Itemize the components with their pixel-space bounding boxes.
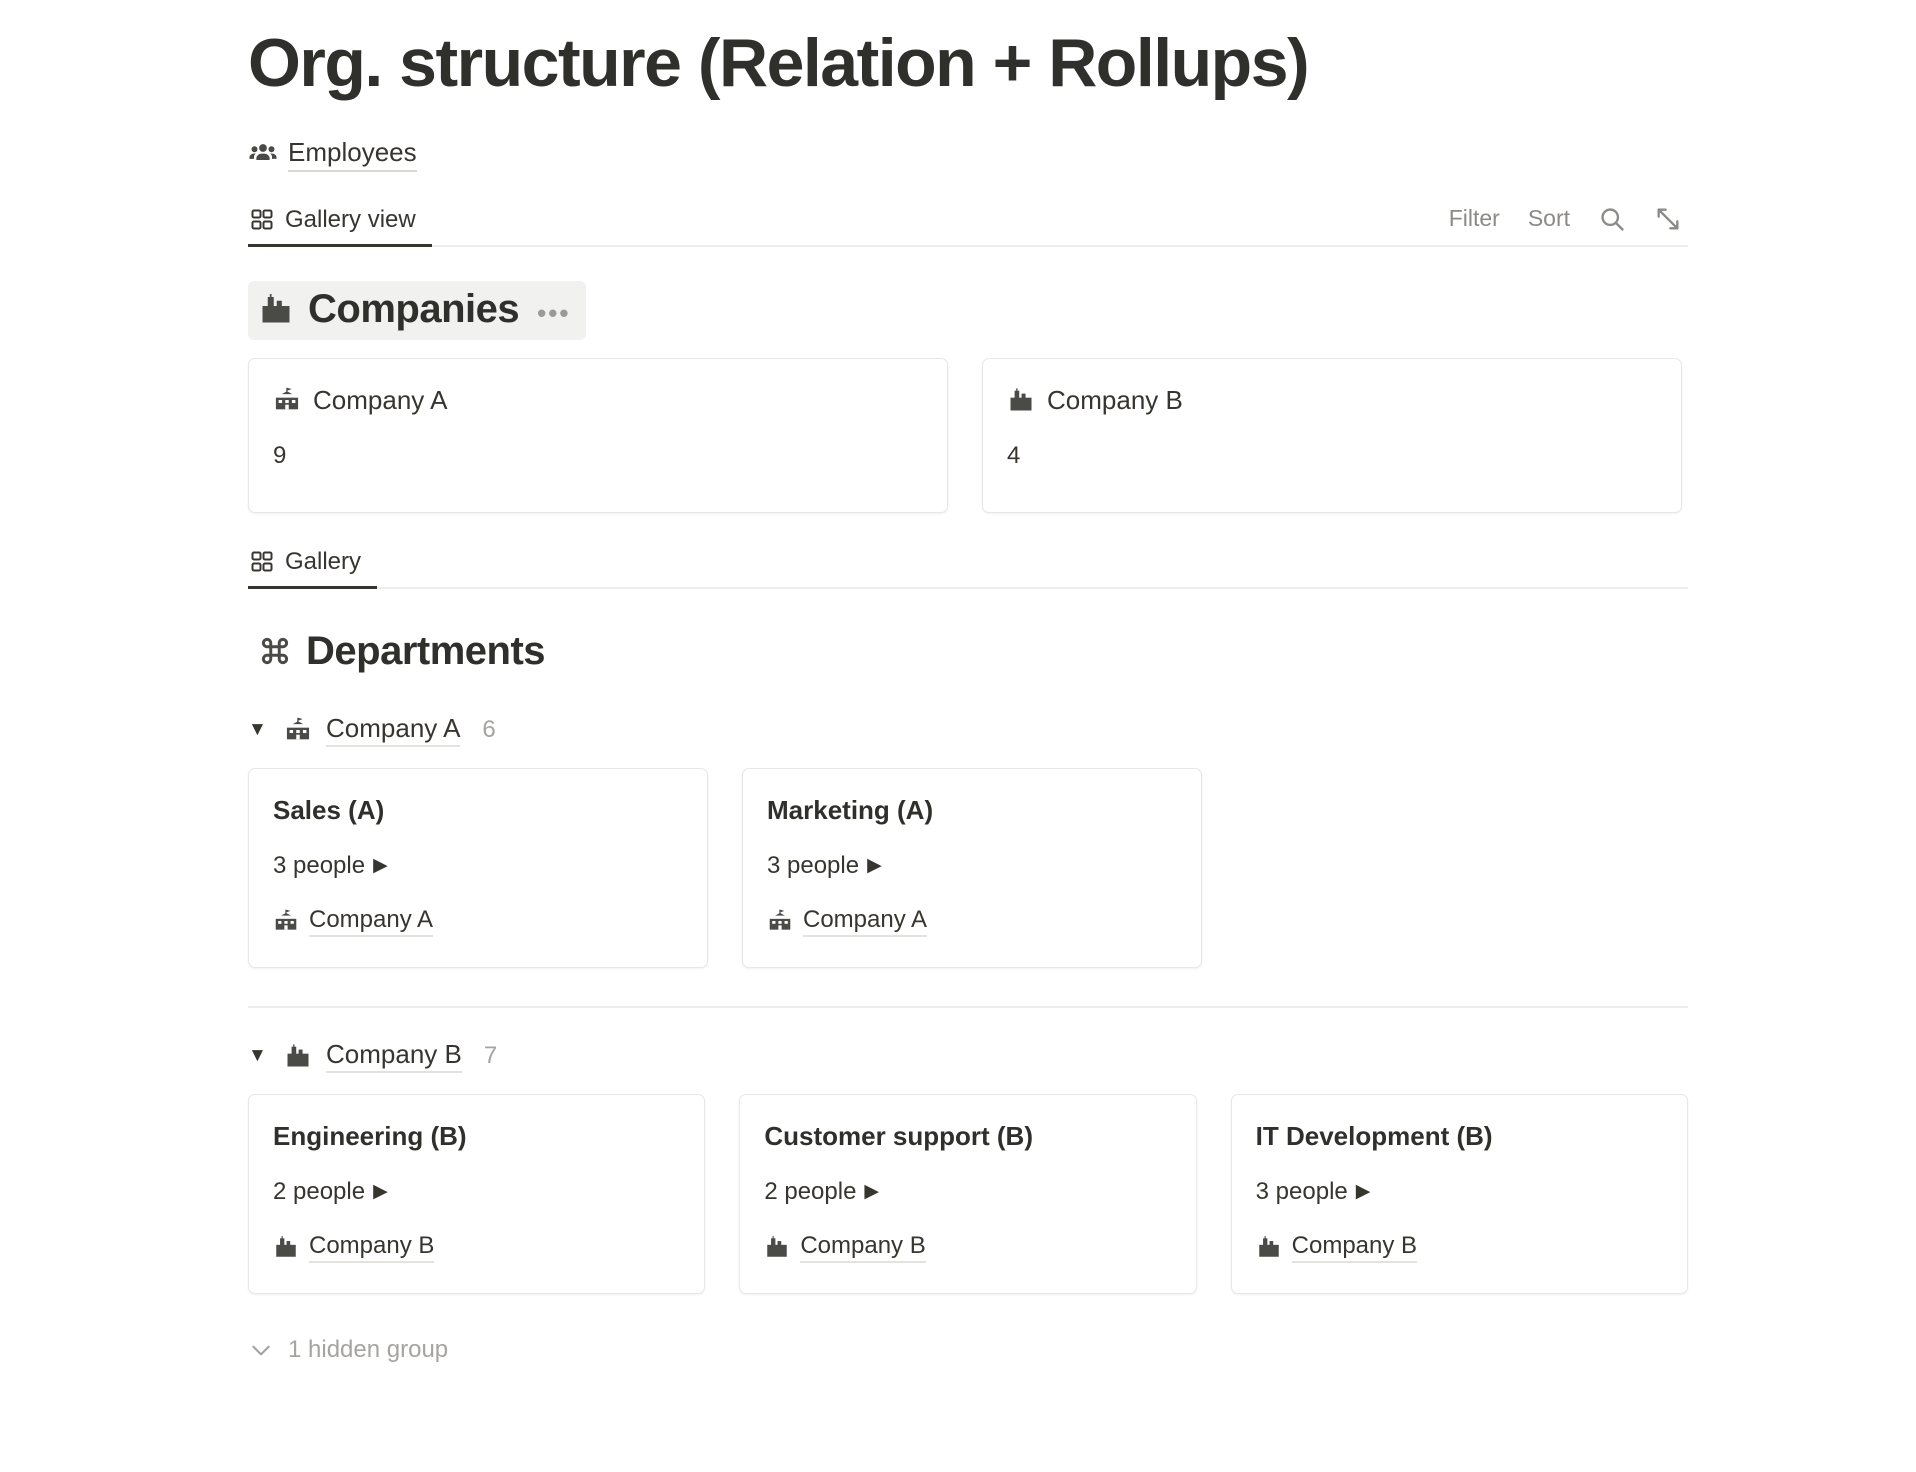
company-card[interactable]: Company A 9: [248, 357, 948, 513]
hidden-group-toggle[interactable]: 1 hidden group: [248, 1336, 1688, 1364]
triangle-right-icon[interactable]: ▶: [373, 855, 388, 877]
office-building-icon: [1256, 1234, 1282, 1260]
gallery-grid-icon: [250, 208, 274, 232]
company-card-title: Company A: [313, 384, 448, 415]
people-group-icon: [248, 139, 278, 169]
relation-link[interactable]: Company B: [309, 1232, 435, 1263]
command-icon: [258, 634, 292, 668]
company-card-rollup: 4: [1007, 442, 1657, 470]
page-root: Org. structure (Relation + Rollups) Empl…: [248, 0, 1688, 1364]
department-card-people: 2 people ▶: [764, 1178, 1171, 1206]
company-card-rollup-value: 9: [273, 441, 287, 469]
office-building-icon: [1007, 386, 1035, 414]
page-title: Org. structure (Relation + Rollups): [248, 25, 1310, 101]
department-card-people: 2 people ▶: [273, 1178, 680, 1206]
group-header-company-a[interactable]: ▼ Company A 6: [248, 710, 1688, 750]
view-toolbar: Filter Sort: [1449, 205, 1688, 245]
department-card-relation[interactable]: Company A: [767, 906, 1177, 937]
tab-gallery-label: Gallery: [285, 547, 362, 575]
departments-heading-label: Departments: [306, 628, 546, 673]
school-building-icon: [273, 908, 299, 934]
view-tabs: Gallery view: [248, 197, 432, 247]
tab-gallery-view[interactable]: Gallery view: [248, 206, 432, 247]
department-card-people-count: 3 people: [767, 851, 860, 879]
department-card[interactable]: IT Development (B) 3 people ▶ Compa: [1230, 1093, 1688, 1294]
group-toggle-icon[interactable]: ▼: [248, 1045, 267, 1067]
departments-gallery-company-a: Sales (A) 3 people ▶: [248, 767, 1688, 968]
department-card-relation[interactable]: Company B: [764, 1232, 1171, 1263]
page-content: Org. structure (Relation + Rollups) Empl…: [248, 0, 1688, 1364]
source-database-link[interactable]: Employees: [248, 136, 1688, 172]
company-card-title-row: Company A: [273, 385, 923, 416]
department-card-people: 3 people ▶: [273, 852, 683, 880]
departments-section-heading[interactable]: Departments: [248, 623, 561, 682]
relation-link[interactable]: Company B: [800, 1232, 926, 1263]
company-card-title-row: Company B: [1007, 385, 1657, 416]
company-card-rollup-value: 4: [1007, 441, 1021, 469]
companies-heading-label: Companies: [308, 286, 520, 331]
company-card-title: Company B: [1047, 384, 1183, 415]
department-card-relation[interactable]: Company B: [273, 1232, 680, 1263]
group-name-label[interactable]: Company B: [326, 1039, 462, 1073]
department-card-people: 3 people ▶: [767, 852, 1177, 880]
office-building-icon: [273, 1234, 299, 1260]
department-card[interactable]: Customer support (B) 2 people ▶ Com: [739, 1093, 1197, 1294]
relation-link[interactable]: Company A: [803, 906, 928, 937]
company-card[interactable]: Company B 4: [982, 357, 1682, 513]
department-card-people-count: 3 people: [273, 851, 366, 879]
group-count: 7: [483, 1041, 498, 1069]
group-toggle-icon[interactable]: ▼: [248, 719, 267, 741]
school-building-icon: [284, 716, 312, 744]
gallery-grid-icon: [250, 550, 274, 574]
department-card-people-count: 2 people: [764, 1177, 857, 1205]
triangle-right-icon[interactable]: ▶: [373, 1181, 388, 1203]
department-card-title: IT Development (B): [1255, 1120, 1493, 1151]
office-building-icon: [258, 291, 294, 327]
group-name-label[interactable]: Company A: [326, 713, 461, 747]
hidden-group-label: 1 hidden group: [288, 1335, 449, 1363]
department-card-people: 3 people ▶: [1256, 1178, 1663, 1206]
departments-gallery-company-b: Engineering (B) 2 people ▶ Company: [248, 1093, 1688, 1294]
department-card-title: Marketing (A): [767, 794, 934, 825]
expand-diagonal-icon[interactable]: [1654, 205, 1682, 233]
office-building-icon: [284, 1042, 312, 1070]
triangle-right-icon[interactable]: ▶: [867, 855, 882, 877]
filter-button[interactable]: Filter: [1448, 205, 1500, 232]
triangle-right-icon[interactable]: ▶: [864, 1181, 880, 1203]
department-card-relation[interactable]: Company A: [273, 906, 683, 937]
tab-gallery[interactable]: Gallery: [248, 547, 378, 589]
companies-gallery: Company A 9 Company B: [248, 357, 1688, 513]
department-card-title: Customer support (B): [764, 1120, 1033, 1151]
companies-section-heading[interactable]: Companies •••: [248, 280, 587, 340]
office-building-icon: [764, 1234, 790, 1260]
department-card[interactable]: Marketing (A) 3 people ▶: [742, 767, 1202, 968]
relation-link[interactable]: Company A: [309, 906, 434, 937]
sub-view-bar: Gallery: [248, 541, 1688, 589]
group-header-company-b[interactable]: ▼ Company B 7: [248, 1036, 1688, 1076]
department-card-title: Sales (A): [273, 794, 385, 825]
chevron-down-icon: [248, 1337, 274, 1363]
department-card[interactable]: Engineering (B) 2 people ▶ Company: [248, 1093, 706, 1294]
search-icon[interactable]: [1598, 205, 1626, 233]
school-building-icon: [767, 908, 793, 934]
department-card-people-count: 3 people: [1255, 1177, 1348, 1205]
group-divider: [248, 1005, 1688, 1008]
department-card-title: Engineering (B): [273, 1120, 467, 1151]
tab-gallery-view-label: Gallery view: [285, 205, 416, 233]
relation-link[interactable]: Company B: [1291, 1232, 1418, 1263]
companies-more-menu[interactable]: •••: [537, 298, 571, 329]
department-card-people-count: 2 people: [273, 1177, 366, 1205]
view-bar: Gallery view Filter Sort: [248, 197, 1688, 247]
company-card-rollup: 9: [273, 442, 923, 470]
department-card[interactable]: Sales (A) 3 people ▶: [248, 767, 708, 968]
group-count: 6: [482, 715, 496, 743]
triangle-right-icon[interactable]: ▶: [1355, 1181, 1371, 1203]
source-database-label: Employees: [288, 136, 417, 172]
sort-button[interactable]: Sort: [1527, 205, 1570, 232]
school-building-icon: [273, 386, 301, 414]
department-card-relation[interactable]: Company B: [1256, 1232, 1663, 1263]
